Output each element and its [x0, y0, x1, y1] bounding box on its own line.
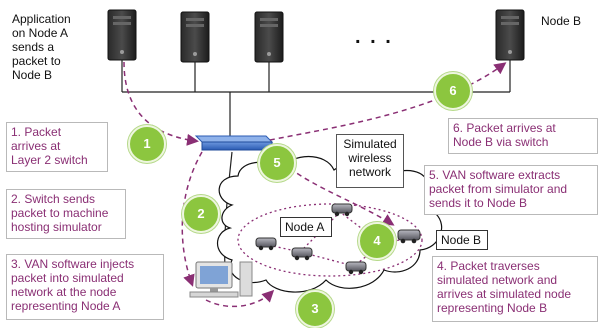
server-2 [180, 11, 210, 63]
step3-box: 3. VAN software injects packet into simu… [6, 254, 164, 320]
step-badge-4: 4 [358, 222, 396, 260]
simulated-node-car [291, 247, 313, 261]
node-b-top-label: Node B [541, 14, 582, 28]
step-badge-5: 5 [258, 144, 296, 182]
step-badge-6: 6 [434, 72, 472, 110]
app-on-node-a-label: Application on Node A sends a packet to … [12, 12, 71, 82]
step2-box: 2. Switch sends packet to machine hostin… [6, 189, 126, 239]
node-b-label: Node B [436, 230, 488, 250]
layer2-switch-icon [194, 135, 274, 151]
step5-box: 5. VAN software extracts packet from sim… [424, 165, 598, 215]
ellipsis: . . . [355, 26, 393, 48]
simulated-node-car [397, 229, 421, 244]
simulated-node-car [345, 261, 367, 275]
step4-box: 4. Packet traverses simulated network an… [432, 256, 598, 322]
step-badge-2: 2 [182, 195, 220, 233]
step-badge-3: 3 [296, 290, 334, 328]
simulated-node-car [331, 203, 353, 217]
node-a-label: Node A [280, 217, 332, 237]
simulator-pc-icon [189, 261, 253, 298]
step6-box: 6. Packet arrives at Node B via switch [448, 118, 598, 154]
server-node-a [107, 9, 137, 61]
server-3 [254, 11, 284, 63]
step1-box: 1. Packet arrives at Layer 2 switch [6, 122, 108, 172]
step-badge-1: 1 [128, 125, 166, 163]
server-node-b [495, 9, 525, 61]
simulated-node-car [255, 237, 277, 251]
simulated-network-label: Simulated wireless network [336, 134, 404, 188]
